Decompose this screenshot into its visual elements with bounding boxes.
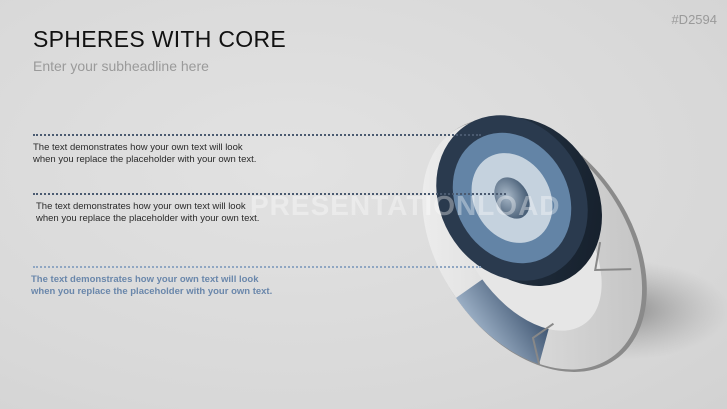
- text-line: The text demonstrates how your own text …: [31, 274, 259, 285]
- text-line: The text demonstrates how your own text …: [33, 142, 243, 153]
- text-line: when you replace the placeholder with yo…: [36, 213, 260, 224]
- arrow-divider: [594, 241, 632, 272]
- text-line: when you replace the placeholder with yo…: [33, 154, 257, 165]
- core-disc: [436, 115, 602, 286]
- text-block-2: The text demonstrates how your own text …: [36, 201, 259, 225]
- subheadline: Enter your subheadline here: [33, 58, 209, 74]
- arrow-divider: [531, 322, 555, 365]
- dotted-divider: [33, 266, 481, 268]
- text-block-1: The text demonstrates how your own text …: [33, 142, 256, 166]
- text-line: when you replace the placeholder with yo…: [31, 286, 273, 297]
- page-title: SPHERES WITH CORE: [33, 26, 287, 52]
- text-line: The text demonstrates how your own text …: [36, 201, 246, 212]
- dotted-divider: [33, 193, 506, 195]
- watermark: PRESENTATIONLOAD: [250, 190, 561, 221]
- slide-code: #D2594: [671, 12, 717, 27]
- blue-arrow-segment: [456, 276, 550, 365]
- core-hole: [494, 177, 530, 219]
- text-block-3: The text demonstrates how your own text …: [31, 274, 272, 298]
- dotted-divider: [33, 134, 481, 136]
